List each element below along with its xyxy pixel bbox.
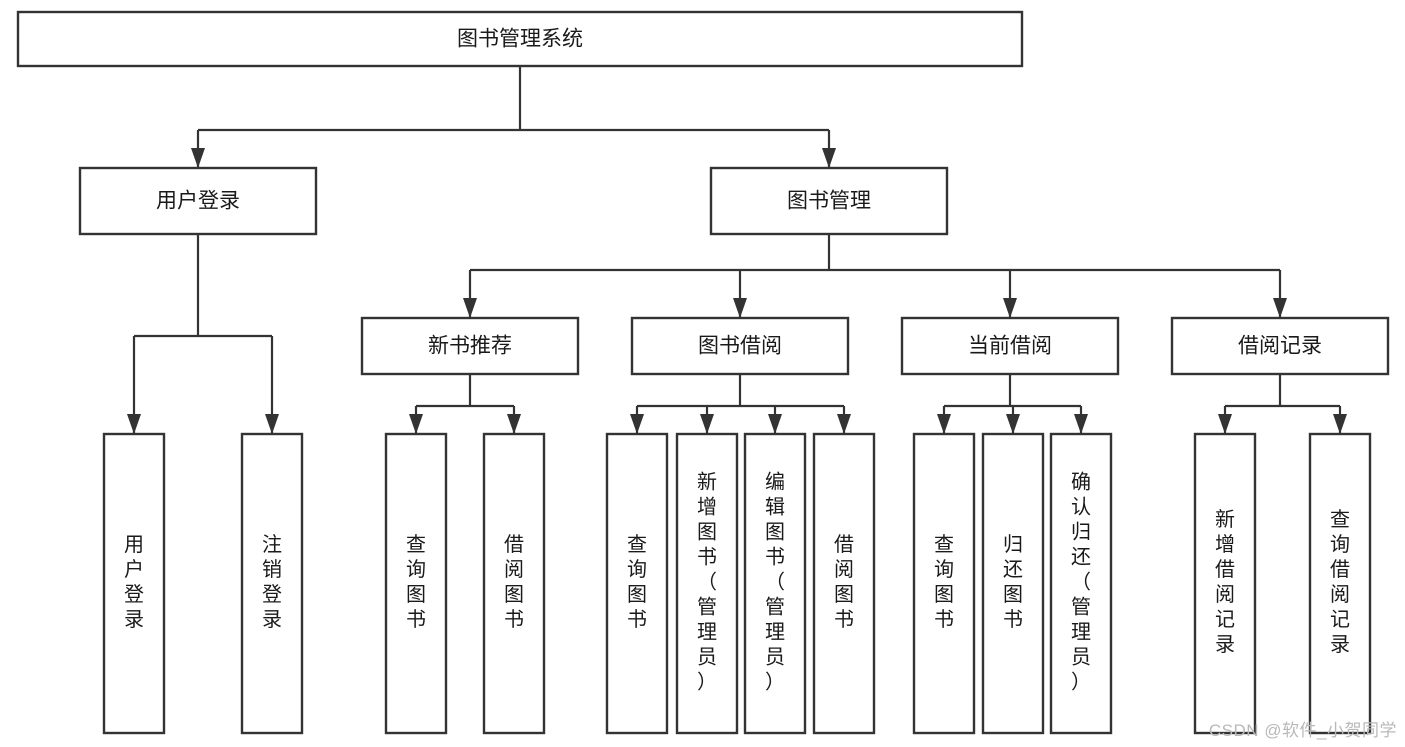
- connector-arrowhead: [700, 414, 714, 434]
- node-label: 查询图书: [406, 533, 426, 631]
- connector-arrowhead: [1003, 298, 1017, 318]
- node-level3[interactable]: 图书借阅: [630, 316, 850, 376]
- node-box[interactable]: [812, 432, 876, 735]
- node-leaf[interactable]: 查询图书: [384, 432, 448, 735]
- connector-arrowhead: [768, 414, 782, 434]
- node-box[interactable]: [102, 432, 166, 735]
- node-box[interactable]: [384, 432, 448, 735]
- node-box[interactable]: [743, 432, 807, 735]
- node-label: 图书管理系统: [457, 28, 583, 51]
- connector-arrowhead: [191, 148, 205, 168]
- node-box[interactable]: [482, 432, 546, 735]
- connector-arrowhead: [733, 298, 747, 318]
- node-box[interactable]: [240, 432, 304, 735]
- node-label: 查询图书: [627, 533, 647, 631]
- node-box[interactable]: [1193, 432, 1257, 735]
- connector-arrowhead: [1006, 414, 1020, 434]
- node-layer: 图书管理系统用户登录图书管理新书推荐图书借阅当前借阅借阅记录用户登录注销登录查询…: [16, 10, 1390, 735]
- csdn-watermark: CSDN @软件_小贺同学: [1208, 721, 1397, 740]
- node-box[interactable]: [981, 432, 1045, 735]
- node-label: 借阅记录: [1238, 335, 1322, 358]
- connector-arrowhead: [265, 414, 279, 434]
- node-label: 新增借阅记录: [1215, 508, 1235, 656]
- node-leaf[interactable]: 查询借阅记录: [1308, 432, 1372, 735]
- node-box[interactable]: [1049, 432, 1113, 735]
- node-level3[interactable]: 新书推荐: [360, 316, 580, 376]
- connector-layer: [127, 66, 1347, 434]
- node-leaf[interactable]: 新增图书（管理员）: [675, 432, 739, 735]
- node-leaf[interactable]: 新增借阅记录: [1193, 432, 1257, 735]
- node-root[interactable]: 图书管理系统: [16, 10, 1024, 68]
- node-label: 图书管理: [787, 190, 871, 213]
- node-box[interactable]: [630, 316, 850, 376]
- node-box[interactable]: [1308, 432, 1372, 735]
- connector-arrowhead: [837, 414, 851, 434]
- node-leaf[interactable]: 借阅图书: [812, 432, 876, 735]
- node-box[interactable]: [360, 316, 580, 376]
- node-label: 用户登录: [156, 190, 240, 213]
- node-label: 借阅图书: [504, 533, 524, 631]
- node-label: 当前借阅: [968, 335, 1052, 358]
- connector-arrowhead: [409, 414, 423, 434]
- connector-arrowhead: [127, 414, 141, 434]
- connector-arrowhead: [1273, 298, 1287, 318]
- node-level2[interactable]: 图书管理: [709, 166, 949, 236]
- node-label: 归还图书: [1003, 533, 1023, 631]
- node-box[interactable]: [709, 166, 949, 236]
- node-leaf[interactable]: 注销登录: [240, 432, 304, 735]
- node-box[interactable]: [675, 432, 739, 735]
- node-label: 用户登录: [124, 534, 144, 631]
- node-label: 编辑图书（管理员）: [765, 471, 785, 694]
- node-label: 新增图书（管理员）: [697, 471, 717, 694]
- connector-arrowhead: [1074, 414, 1088, 434]
- connector-arrowhead: [507, 414, 521, 434]
- connector-arrowhead: [1218, 414, 1232, 434]
- node-leaf[interactable]: 查询图书: [912, 432, 976, 735]
- node-leaf[interactable]: 归还图书: [981, 432, 1045, 735]
- node-leaf[interactable]: 查询图书: [605, 432, 669, 735]
- connector-arrowhead: [822, 148, 836, 168]
- node-box[interactable]: [16, 10, 1024, 68]
- node-label: 查询图书: [934, 533, 954, 631]
- node-leaf[interactable]: 确认归还（管理员）: [1049, 432, 1113, 735]
- node-level3[interactable]: 借阅记录: [1170, 316, 1390, 376]
- connector-arrowhead: [630, 414, 644, 434]
- node-box[interactable]: [900, 316, 1120, 376]
- node-level2[interactable]: 用户登录: [78, 166, 318, 236]
- node-box[interactable]: [912, 432, 976, 735]
- connector-arrowhead: [937, 414, 951, 434]
- node-label: 注销登录: [262, 533, 282, 631]
- connector-arrowhead: [1333, 414, 1347, 434]
- node-label: 借阅图书: [834, 533, 854, 631]
- node-label: 查询借阅记录: [1330, 508, 1350, 656]
- node-level3[interactable]: 当前借阅: [900, 316, 1120, 376]
- node-leaf[interactable]: 用户登录: [102, 432, 166, 735]
- node-label: 确认归还（管理员）: [1071, 471, 1091, 694]
- node-label: 新书推荐: [428, 335, 512, 358]
- node-leaf[interactable]: 借阅图书: [482, 432, 546, 735]
- connector-arrowhead: [463, 298, 477, 318]
- node-label: 图书借阅: [698, 335, 782, 358]
- node-leaf[interactable]: 编辑图书（管理员）: [743, 432, 807, 735]
- node-box[interactable]: [605, 432, 669, 735]
- node-box[interactable]: [1170, 316, 1390, 376]
- node-box[interactable]: [78, 166, 318, 236]
